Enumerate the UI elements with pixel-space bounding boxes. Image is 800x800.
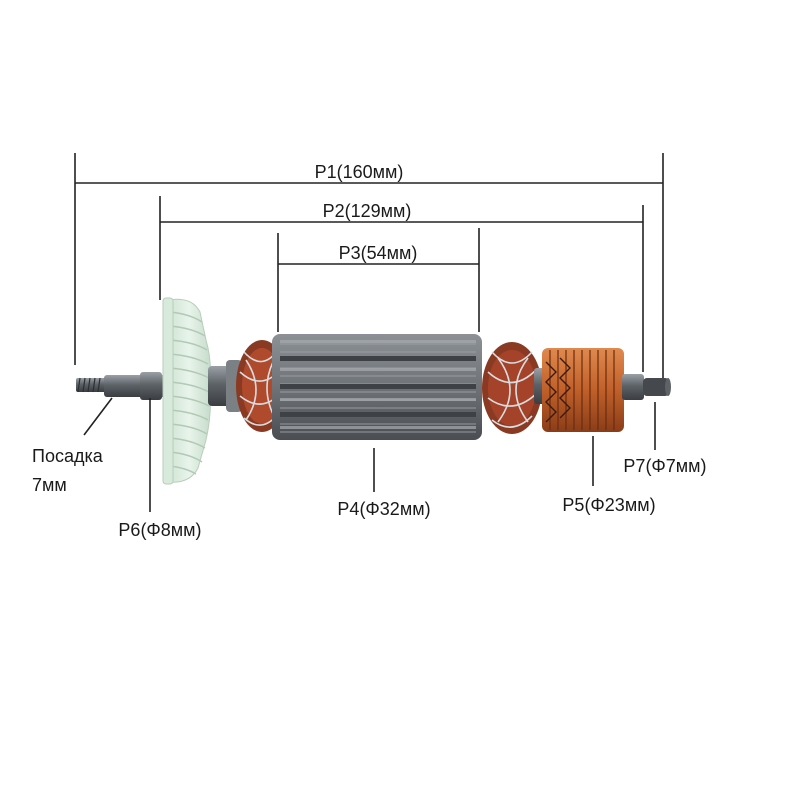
armature-core bbox=[272, 334, 482, 440]
commutator bbox=[542, 348, 624, 432]
right-shaft-tip bbox=[643, 378, 669, 396]
thread-fit-label-line1: Посадка bbox=[32, 446, 104, 466]
dimension-lines bbox=[74, 153, 664, 383]
threaded-shaft-end bbox=[76, 377, 106, 393]
p2-label: P2(129мм) bbox=[323, 201, 412, 221]
thread-leader bbox=[83, 397, 113, 436]
right-winding bbox=[482, 342, 542, 434]
p5-label: P5(Φ23мм) bbox=[562, 495, 655, 515]
right-shaft bbox=[622, 374, 644, 400]
thread-fit-label-line2: 7мм bbox=[32, 475, 67, 495]
armature bbox=[76, 297, 671, 485]
p4-label: P4(Φ32мм) bbox=[337, 499, 430, 519]
fan-hub bbox=[208, 366, 230, 406]
p7-label: P7(Φ7мм) bbox=[623, 456, 706, 476]
p3-label: P3(54мм) bbox=[339, 243, 418, 263]
callout-leaders bbox=[83, 397, 656, 512]
p1-label: P1(160мм) bbox=[315, 162, 404, 182]
left-bearing-seat bbox=[140, 372, 162, 400]
fan-impeller bbox=[162, 297, 211, 485]
p6-label: P6(Φ8мм) bbox=[118, 520, 201, 540]
